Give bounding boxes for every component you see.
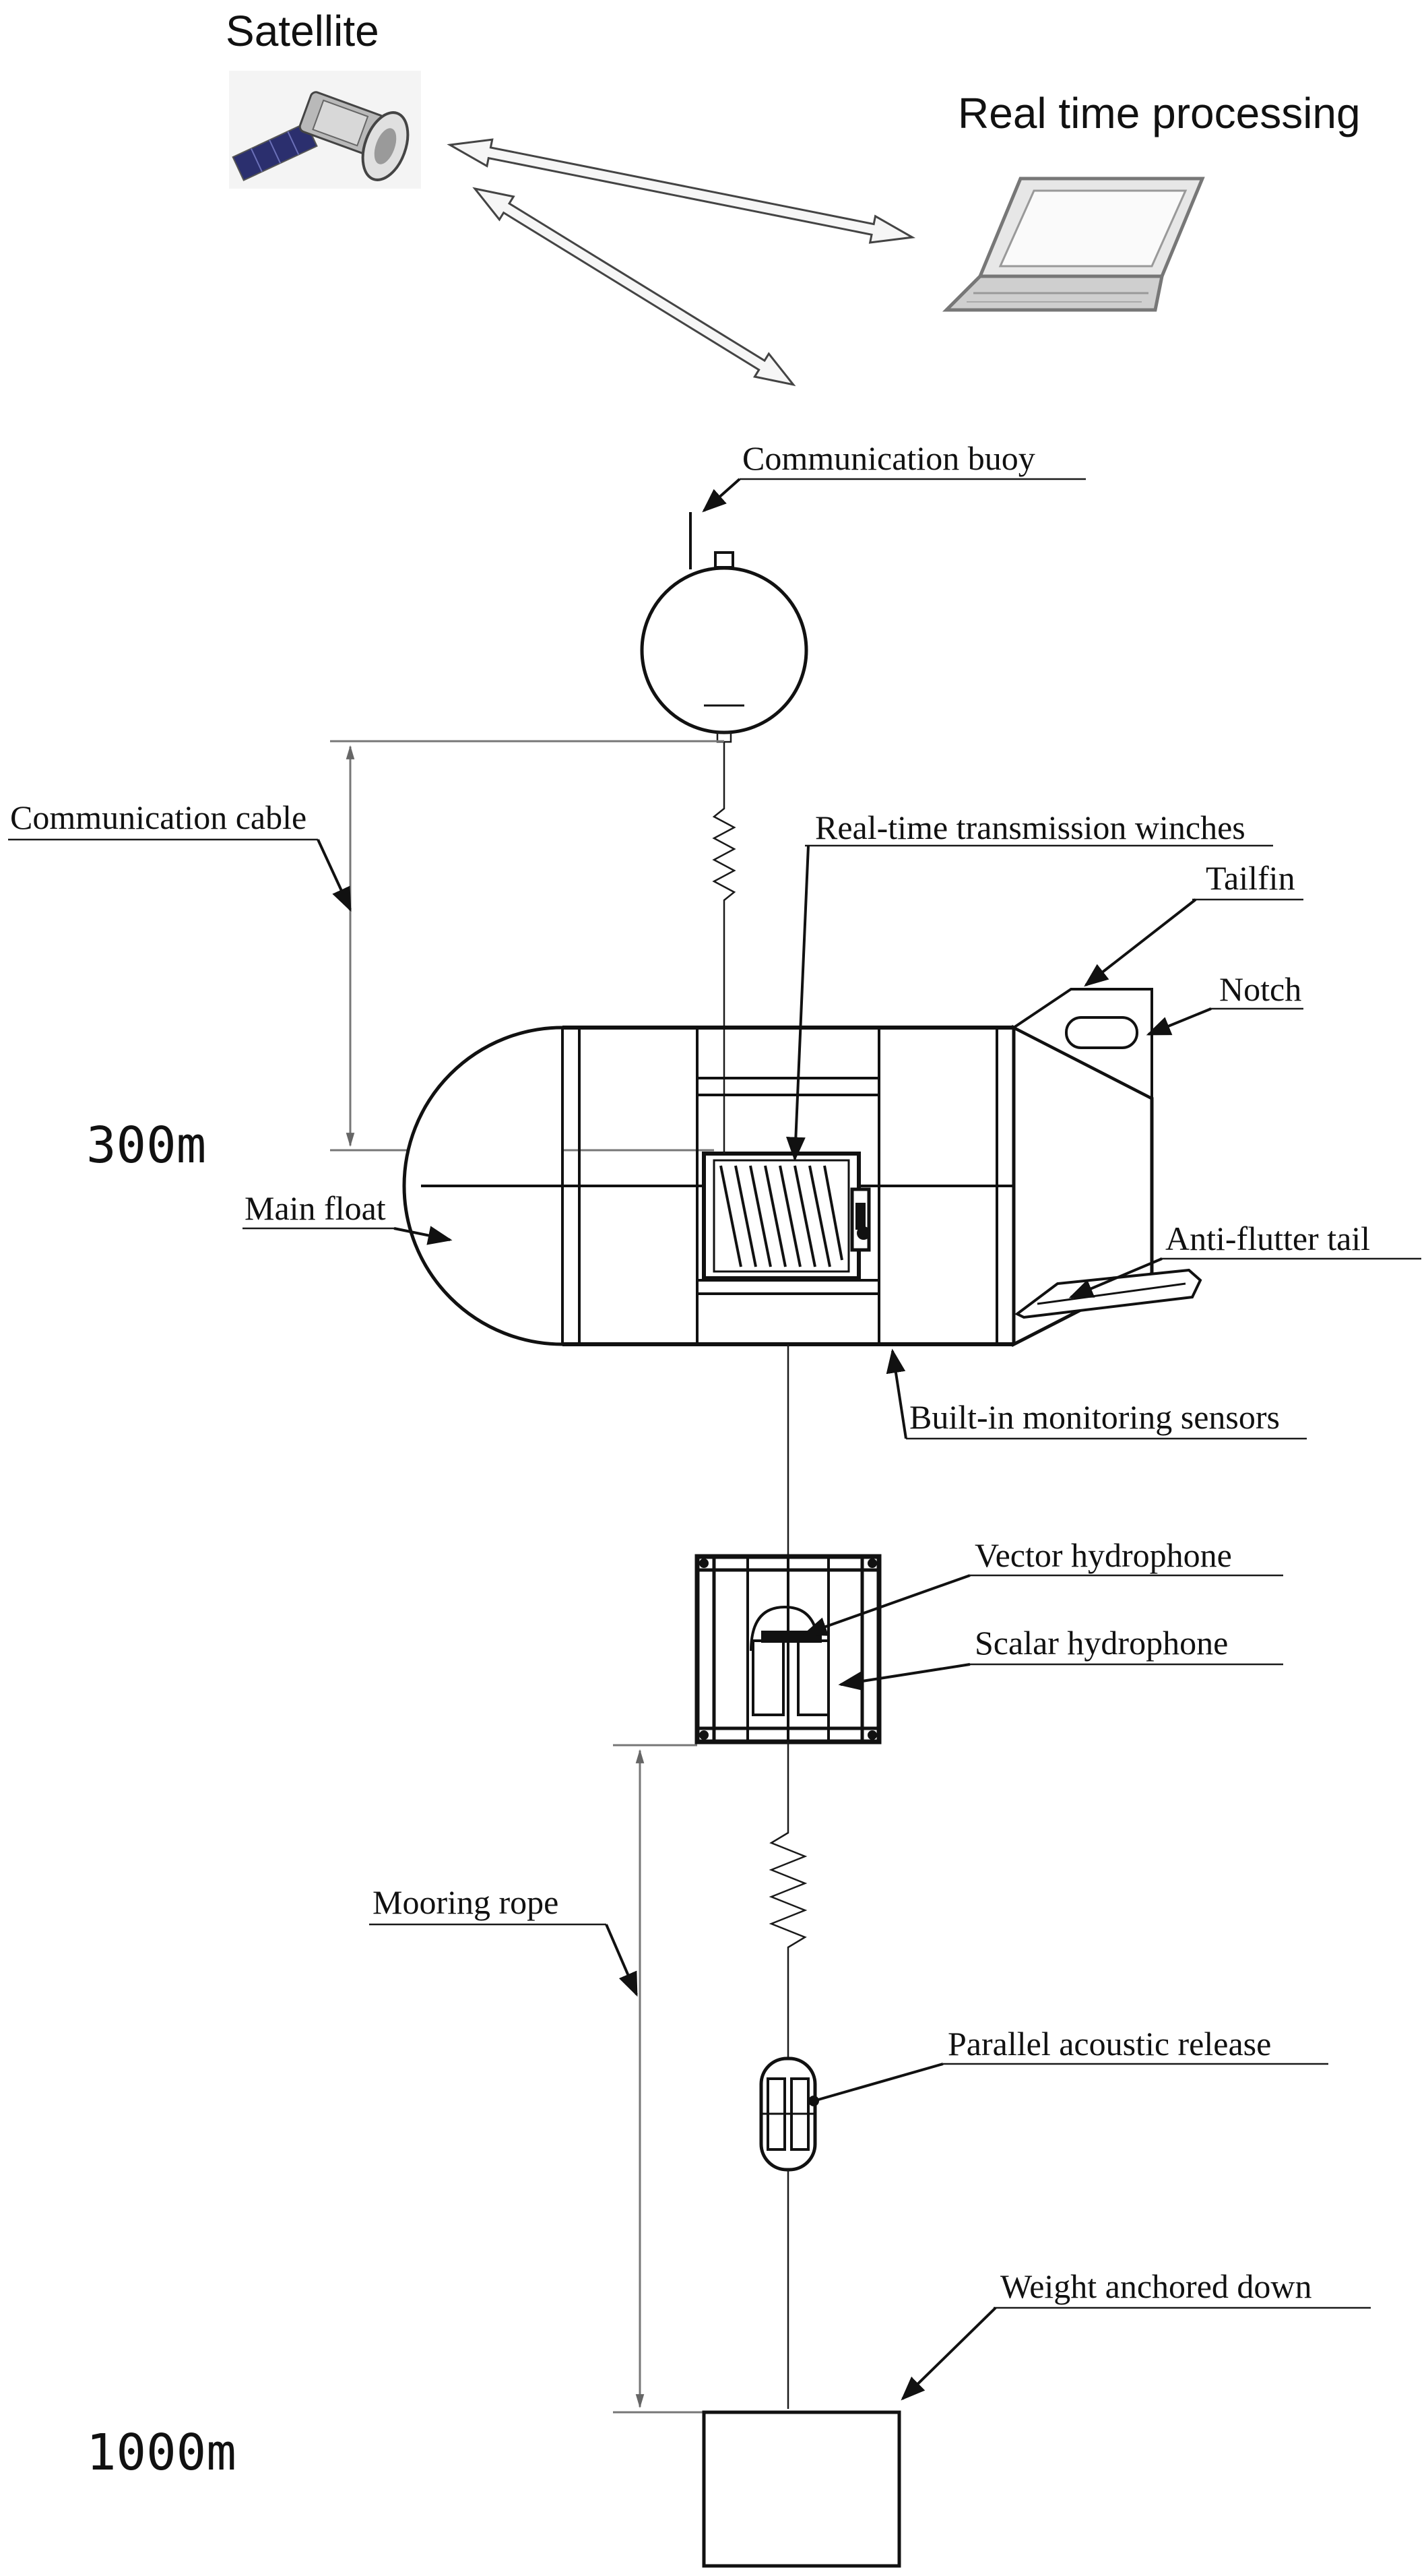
anchor-weight — [702, 2410, 901, 2568]
depth-300m: 300m — [86, 1117, 206, 1174]
scalar-hydrophone-label: Scalar hydrophone — [975, 1624, 1228, 1662]
leader-line — [702, 478, 741, 513]
notch-label: Notch — [1219, 970, 1301, 1008]
satellite-icon — [229, 71, 421, 189]
leader-line — [813, 2063, 944, 2102]
tail-section — [1011, 988, 1202, 1348]
communication-cable-line — [712, 741, 736, 1145]
communication-cable-label: Communication cable — [10, 798, 306, 836]
leader-line — [317, 839, 352, 912]
leader-dot — [808, 2096, 819, 2106]
mooring-rope-label: Mooring rope — [372, 1883, 558, 1921]
builtin-sensors-label: Built-in monitoring sensors — [909, 1398, 1280, 1436]
leader-line — [886, 1348, 907, 1439]
leader-line — [838, 1663, 971, 1691]
mooring-rope-line — [769, 1742, 808, 2059]
mooring-dimension — [613, 1744, 707, 2414]
main-float — [402, 1026, 1015, 1346]
leader-line — [1068, 1257, 1163, 1298]
hydrophone-cage — [694, 1554, 882, 1745]
realtime-winches-label: Real-time transmission winches — [815, 809, 1245, 846]
leader-line — [802, 1574, 971, 1636]
leader-line — [901, 2306, 997, 2401]
double-arrow-icon — [472, 187, 796, 387]
winch-drum — [702, 1152, 871, 1280]
communication-buoy — [640, 551, 808, 743]
leader-line — [786, 845, 810, 1162]
laptop-icon — [942, 177, 1205, 312]
leader-line — [1146, 1007, 1212, 1036]
main-float-label: Main float — [245, 1189, 386, 1227]
leader-line — [605, 1924, 638, 1997]
anti-flutter-tail-label: Anti-flutter tail — [1165, 1220, 1370, 1257]
leader-line — [1084, 898, 1197, 987]
leader-line — [393, 1226, 453, 1245]
satellite-label: Satellite — [226, 7, 379, 55]
acoustic-release — [759, 2056, 817, 2172]
double-arrow-icon — [447, 138, 916, 244]
depth-1000m: 1000m — [86, 2424, 236, 2482]
weight-anchor-label: Weight anchored down — [1000, 2267, 1312, 2305]
realtime-processing-label: Real time processing — [958, 89, 1361, 137]
vector-hydrophone-label: Vector hydrophone — [975, 1536, 1232, 1574]
parallel-release-label: Parallel acoustic release — [948, 2025, 1271, 2063]
communication-buoy-label: Communication buoy — [742, 439, 1035, 477]
tailfin-label: Tailfin — [1206, 859, 1295, 897]
